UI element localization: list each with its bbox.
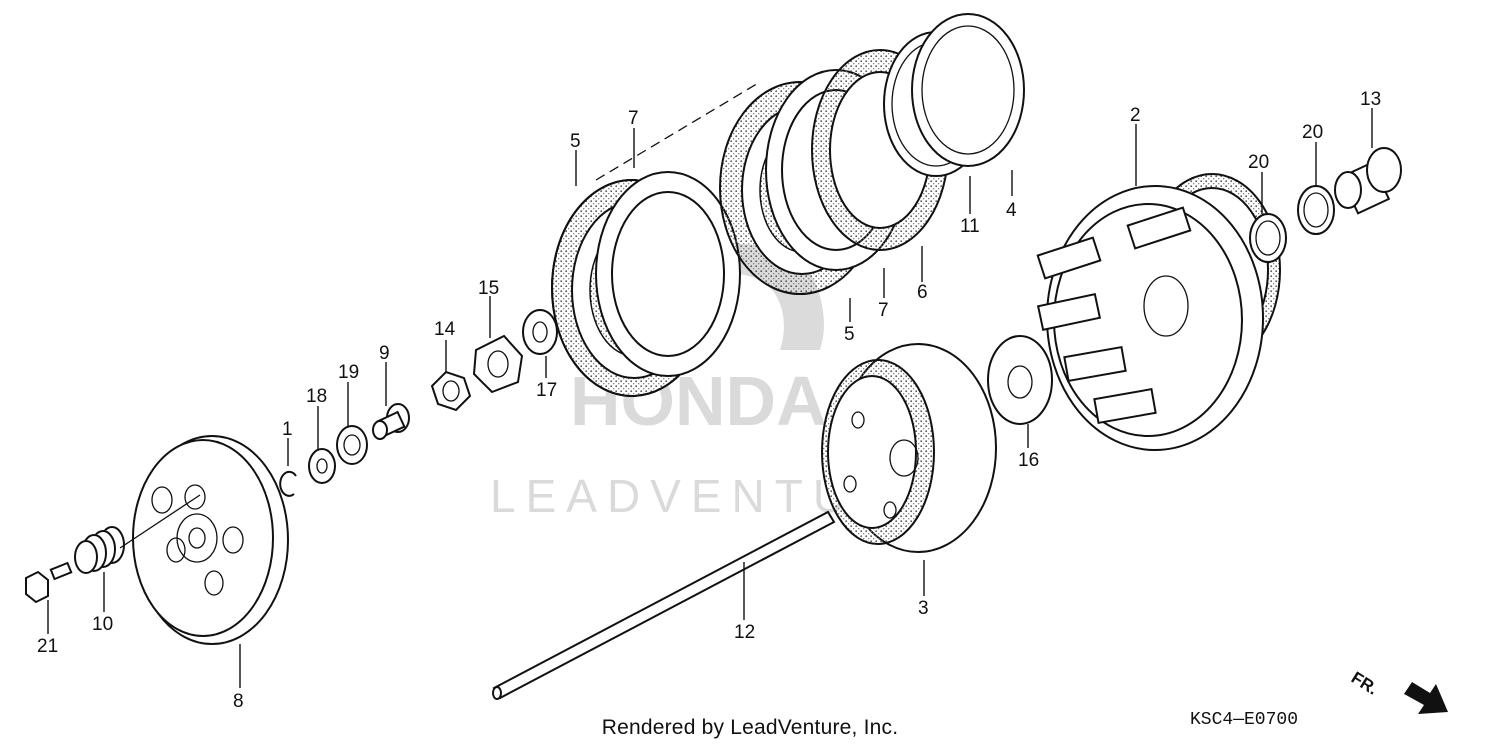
- part-label-7b: 7: [878, 300, 889, 321]
- part-label-4: 4: [1006, 200, 1017, 221]
- needle-bearing-20a: [1249, 213, 1287, 263]
- part-label-12: 12: [734, 622, 755, 643]
- part-label-11: 11: [960, 216, 980, 237]
- thrust-bearing: [336, 425, 368, 465]
- diagram-code: KSC4—E0700: [1190, 710, 1299, 730]
- part-label-1: 1: [282, 419, 293, 440]
- clutch-center: [821, 343, 997, 553]
- clutch-outer: [1036, 173, 1281, 451]
- part-label-7a: 7: [628, 108, 639, 129]
- part-label-8: 8: [233, 691, 244, 712]
- part-label-3: 3: [918, 598, 929, 619]
- lock-nut: [430, 370, 472, 412]
- part-label-16: 16: [1018, 450, 1039, 471]
- part-label-15: 15: [478, 278, 499, 299]
- part-label-17: 17: [536, 380, 557, 401]
- part-label-9: 9: [379, 343, 390, 364]
- judder-spring: [911, 13, 1025, 167]
- part-label-2: 2: [1130, 105, 1141, 126]
- part-label-10: 10: [92, 614, 113, 635]
- lock-washer: [472, 334, 524, 394]
- part-label-5b: 5: [844, 324, 855, 345]
- needle-bearing-20b: [1297, 185, 1335, 235]
- front-direction-arrow-icon: [1404, 682, 1448, 714]
- part-labels: 1 2 3 4 5 5 6 7 7 8 9 10 11 12 13 14 15 …: [37, 89, 1381, 712]
- part-label-13: 13: [1360, 89, 1381, 110]
- lifter-rod: [492, 510, 836, 700]
- leader-lines: [47, 108, 1373, 688]
- washer-17: [522, 309, 558, 355]
- washer-18: [308, 448, 336, 484]
- outer-guide-collar: [1334, 147, 1402, 215]
- clutch-plate-7: [595, 171, 741, 377]
- part-label-5a: 5: [570, 131, 581, 152]
- part-label-20a: 20: [1248, 152, 1269, 173]
- part-label-6: 6: [917, 282, 928, 303]
- part-label-14: 14: [434, 319, 456, 340]
- clutch-bolt: [25, 494, 201, 604]
- pressure-plate: [132, 435, 289, 645]
- part-label-20b: 20: [1302, 122, 1323, 143]
- part-label-19: 19: [338, 362, 359, 383]
- part-label-18: 18: [306, 386, 327, 407]
- part-label-21: 21: [37, 636, 58, 657]
- footer-credit: Rendered by LeadVenture, Inc.: [601, 716, 899, 739]
- clutch-spring: [74, 526, 125, 574]
- thrust-washer-16: [987, 335, 1053, 425]
- lifter-piece: [372, 403, 410, 440]
- snap-ring: [279, 470, 297, 497]
